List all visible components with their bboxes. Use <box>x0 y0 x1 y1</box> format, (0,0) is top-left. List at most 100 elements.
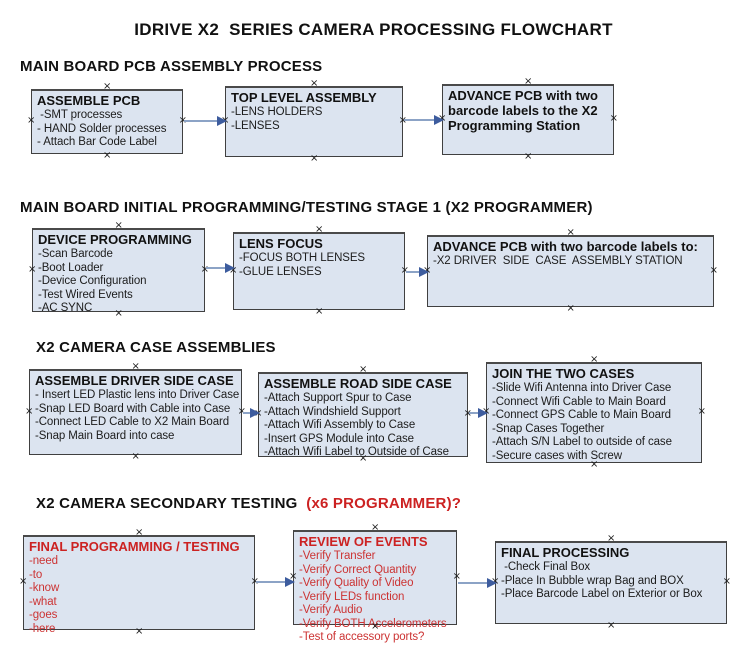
box-title: ADVANCE PCB with two barcode labels to: <box>433 239 698 254</box>
box-item: -know <box>29 582 60 594</box>
section-heading-secondary-testing: X2 CAMERA SECONDARY TESTING (x6 PROGRAMM… <box>36 495 461 512</box>
connector-arrow <box>206 263 235 273</box>
box-item: -need <box>29 555 58 567</box>
box-item: -here <box>29 622 56 635</box>
flow-box-advance-pcb-driver-side: ADVANCE PCB with two barcode labels to: … <box>423 228 718 314</box>
connector-arrow <box>469 408 488 418</box>
section-heading-initial-programming: MAIN BOARD INITIAL PROGRAMMING/TESTING S… <box>20 199 593 216</box>
section-heading-case-assemblies: X2 CAMERA CASE ASSEMBLIES <box>36 339 276 356</box>
connection-handle: × <box>310 78 319 89</box>
connection-handle: × <box>607 533 616 544</box>
connection-handle: × <box>452 571 461 582</box>
connection-handle: × <box>27 115 36 126</box>
connector-arrow <box>184 116 227 126</box>
connector-arrow <box>406 267 429 277</box>
flow-box-final-programming-testing: FINAL PROGRAMMING / TESTING -need -to -k… <box>19 528 259 637</box>
box-title: TOP LEVEL ASSEMBLY <box>231 90 377 105</box>
connection-handle: × <box>566 303 575 314</box>
box-item: -X2 DRIVER SIDE CASE ASSEMBLY STATION <box>433 255 683 267</box>
box-item: -Check Final Box <box>501 561 591 573</box>
connection-handle: × <box>524 151 533 162</box>
connection-handle: × <box>709 264 718 276</box>
box-item: -Connect Wifi Cable to Main Board <box>492 395 666 408</box>
connection-handle: × <box>28 263 37 275</box>
flow-box-assemble-pcb: ASSEMBLE PCB -SMT processes - HAND Solde… <box>27 82 187 161</box>
connector-arrow <box>243 408 260 418</box>
arrowhead-icon <box>434 115 444 125</box>
connection-handle: × <box>114 220 123 231</box>
flow-box-assemble-road-side-case: ASSEMBLE ROAD SIDE CASE -Attach Support … <box>254 365 472 464</box>
box-item: -Snap Main Board into case <box>35 429 175 442</box>
box-item: -what <box>29 595 57 608</box>
connector-arrow <box>404 115 444 125</box>
box-item: -Attach Wifi Label to Outside of Case <box>264 446 449 458</box>
connection-handle: × <box>697 406 706 417</box>
box-title: ADVANCE PCB with two barcode labels to t… <box>448 88 602 133</box>
page-title: IDRIVE X2 SERIES CAMERA PROCESSING FLOWC… <box>134 20 613 39</box>
arrowhead-icon <box>285 577 295 587</box>
connection-handle: × <box>135 527 144 538</box>
box-item: -Place Barcode Label on Exterior or Box <box>501 588 703 600</box>
box-title: JOIN THE TWO CASES <box>492 366 635 381</box>
flow-box-final-processing: FINAL PROCESSING -Check Final Box -Place… <box>491 534 731 631</box>
box-title: ASSEMBLE PCB <box>37 93 141 108</box>
box-item: -Slide Wifi Antenna into Driver Case <box>492 382 672 394</box>
box-item: -Attach S/N Label to outside of case <box>492 436 672 448</box>
box-item: -SMT processes <box>37 109 123 121</box>
box-item: -Insert GPS Module into Case <box>264 432 414 445</box>
box-item: -to <box>29 568 43 581</box>
box-item: -Snap Cases Together <box>492 422 605 435</box>
box-item: -Scan Barcode <box>38 248 113 260</box>
arrowhead-icon <box>225 263 235 273</box>
connection-handle: × <box>524 76 533 87</box>
box-item: -goes <box>29 609 58 621</box>
box-item: -Verify Correct Quantity <box>299 563 417 576</box>
box-item: -Verify BOTH Accelerometers <box>299 617 447 630</box>
connection-handle: × <box>131 451 140 462</box>
arrowhead-icon <box>487 578 497 588</box>
box-item: -Place In Bubble wrap Bag and BOX <box>501 574 684 587</box>
box-item: -LENS HOLDERS <box>231 106 323 118</box>
connection-handle: × <box>371 522 380 533</box>
flow-box-join-the-two-cases: JOIN THE TWO CASES -Slide Wifi Antenna i… <box>482 355 706 470</box>
connection-handle: × <box>590 354 599 365</box>
flow-box-review-of-events: REVIEW OF EVENTS -Verify Transfer -Verif… <box>289 523 461 644</box>
heading-text: X2 CAMERA SECONDARY TESTING <box>36 495 307 512</box>
arrowhead-icon <box>419 267 429 277</box>
box-item: -Verify LEDs function <box>299 590 405 603</box>
box-title: FINAL PROCESSING <box>501 545 630 560</box>
box-item: -LENSES <box>231 119 280 132</box>
arrowhead-icon <box>250 408 260 418</box>
flow-box-assemble-driver-side-case: ASSEMBLE DRIVER SIDE CASE - Insert LED P… <box>25 362 246 462</box>
box-item: - Insert LED Plastic lens into Driver Ca… <box>35 389 240 401</box>
box-item: -Connect GPS Cable to Main Board <box>492 409 671 421</box>
box-title: DEVICE PROGRAMMING <box>38 232 192 247</box>
box-item: - Attach Bar Code Label <box>37 136 157 148</box>
connector-arrow <box>458 578 497 588</box>
connection-handle: × <box>315 306 324 317</box>
box-item: - HAND Solder processes <box>37 122 167 135</box>
box-title: LENS FOCUS <box>239 236 323 251</box>
connection-handle: × <box>131 361 140 372</box>
box-title: REVIEW OF EVENTS <box>299 534 428 549</box>
box-item: -Test Wired Events <box>38 288 133 301</box>
box-item: -Verify Quality of Video <box>299 577 414 589</box>
box-item: -Device Configuration <box>38 275 147 287</box>
connection-handle: × <box>359 364 368 375</box>
box-item: -Secure cases with Screw <box>492 449 622 462</box>
connector-arrow <box>256 577 295 587</box>
connection-handle: × <box>722 576 731 587</box>
flow-box-device-programming: DEVICE PROGRAMMING -Scan Barcode -Boot L… <box>28 221 209 319</box>
connection-handle: × <box>609 113 618 124</box>
box-title: ASSEMBLE ROAD SIDE CASE <box>264 376 452 391</box>
box-item: -Attach Support Spur to Case <box>264 392 412 404</box>
box-item: -Verify Audio <box>299 604 363 616</box>
connection-handle: × <box>566 227 575 238</box>
box-item: -FOCUS BOTH LENSES <box>239 252 365 264</box>
box-item: -Connect LED Cable to X2 Main Board <box>35 416 230 428</box>
connection-handle: × <box>315 224 324 235</box>
heading-text-red: (x6 PROGRAMMER)? <box>306 495 462 512</box>
flow-box-top-level-assembly: TOP LEVEL ASSEMBLY -LENS HOLDERS -LENSES… <box>221 79 407 164</box>
flow-box-advance-pcb-programming-station: ADVANCE PCB with two barcode labels to t… <box>438 77 618 162</box>
